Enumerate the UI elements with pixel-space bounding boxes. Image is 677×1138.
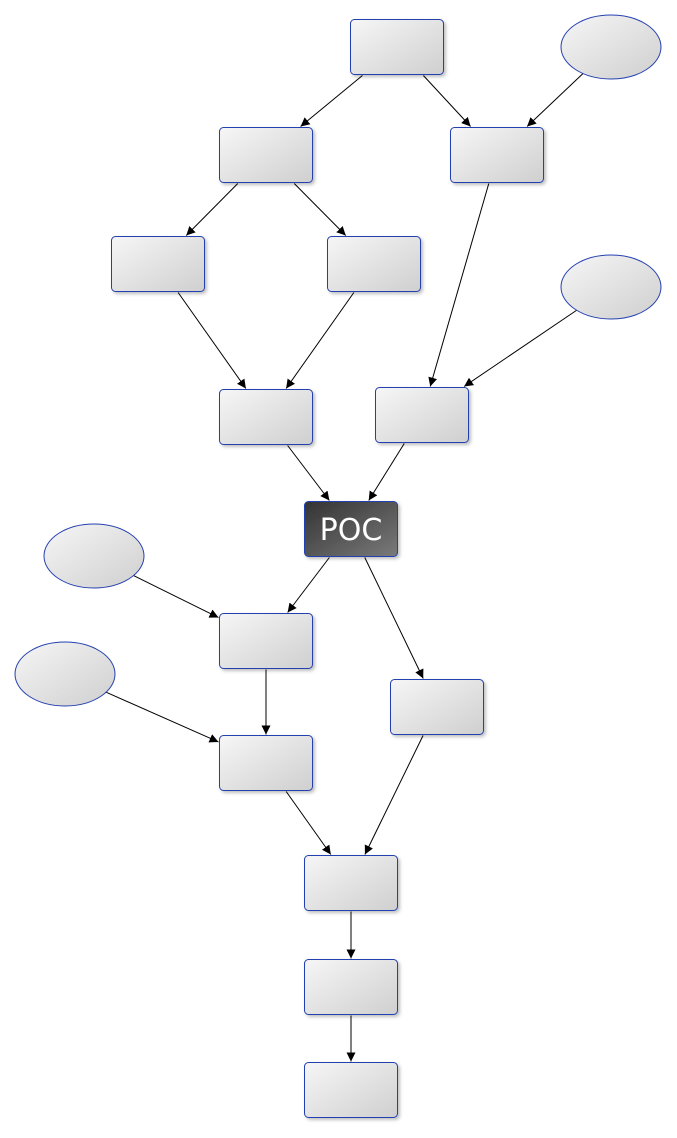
node-shape xyxy=(560,254,662,320)
box-node-n4[interactable] xyxy=(111,236,205,292)
edge-n5-to-n6 xyxy=(285,292,355,389)
node-shape xyxy=(219,389,313,445)
edge-n2-to-n5 xyxy=(293,183,347,236)
node-shape xyxy=(219,735,313,791)
edge-n7-to-poc xyxy=(368,443,405,501)
node-shape xyxy=(219,613,313,669)
edge-poc-to-n8 xyxy=(287,557,330,613)
edge-n3-to-n7 xyxy=(428,183,490,387)
box-node-n2[interactable] xyxy=(219,127,313,183)
box-node-n12[interactable] xyxy=(304,959,398,1015)
node-shape xyxy=(327,236,421,292)
poc-node-poc[interactable]: POC xyxy=(304,501,398,557)
node-shape xyxy=(219,127,313,183)
edge-e3-to-n8 xyxy=(133,575,219,618)
node-shape xyxy=(390,679,484,735)
edges-layer xyxy=(105,73,584,1062)
box-node-n9[interactable] xyxy=(390,679,484,735)
nodes-layer: POC xyxy=(14,14,662,1118)
node-shape xyxy=(560,14,662,80)
box-node-n3[interactable] xyxy=(450,127,544,183)
node-shape xyxy=(304,855,398,911)
edge-e4-to-n10 xyxy=(105,691,219,743)
edge-poc-to-n9 xyxy=(364,557,424,679)
box-node-n11[interactable] xyxy=(304,855,398,911)
edge-e1-to-n3 xyxy=(526,73,584,127)
ellipse-node-e1[interactable] xyxy=(560,14,662,80)
edge-n4-to-n6 xyxy=(177,292,247,389)
edge-n1-to-n3 xyxy=(423,75,471,127)
node-label: POC xyxy=(320,513,383,548)
node-shape xyxy=(14,641,116,707)
edge-n2-to-n4 xyxy=(185,183,239,236)
box-node-n5[interactable] xyxy=(327,236,421,292)
box-node-n13[interactable] xyxy=(304,1062,398,1118)
edge-n9-to-n11 xyxy=(364,735,424,855)
node-shape xyxy=(304,959,398,1015)
box-node-n10[interactable] xyxy=(219,735,313,791)
node-shape xyxy=(304,1062,398,1118)
edge-n1-to-n2 xyxy=(300,75,363,127)
ellipse-node-e3[interactable] xyxy=(43,523,145,589)
node-shape xyxy=(111,236,205,292)
box-node-n1[interactable] xyxy=(350,19,444,75)
node-shape xyxy=(350,19,444,75)
node-shape xyxy=(450,127,544,183)
edge-e2-to-n7 xyxy=(463,309,577,387)
ellipse-node-e4[interactable] xyxy=(14,641,116,707)
box-node-n8[interactable] xyxy=(219,613,313,669)
edge-n6-to-poc xyxy=(287,445,330,501)
node-shape xyxy=(43,523,145,589)
node-shape xyxy=(304,501,398,557)
box-node-n6[interactable] xyxy=(219,389,313,445)
box-node-n7[interactable] xyxy=(375,387,469,443)
edge-n10-to-n11 xyxy=(285,791,332,855)
node-shape xyxy=(375,387,469,443)
ellipse-node-e2[interactable] xyxy=(560,254,662,320)
